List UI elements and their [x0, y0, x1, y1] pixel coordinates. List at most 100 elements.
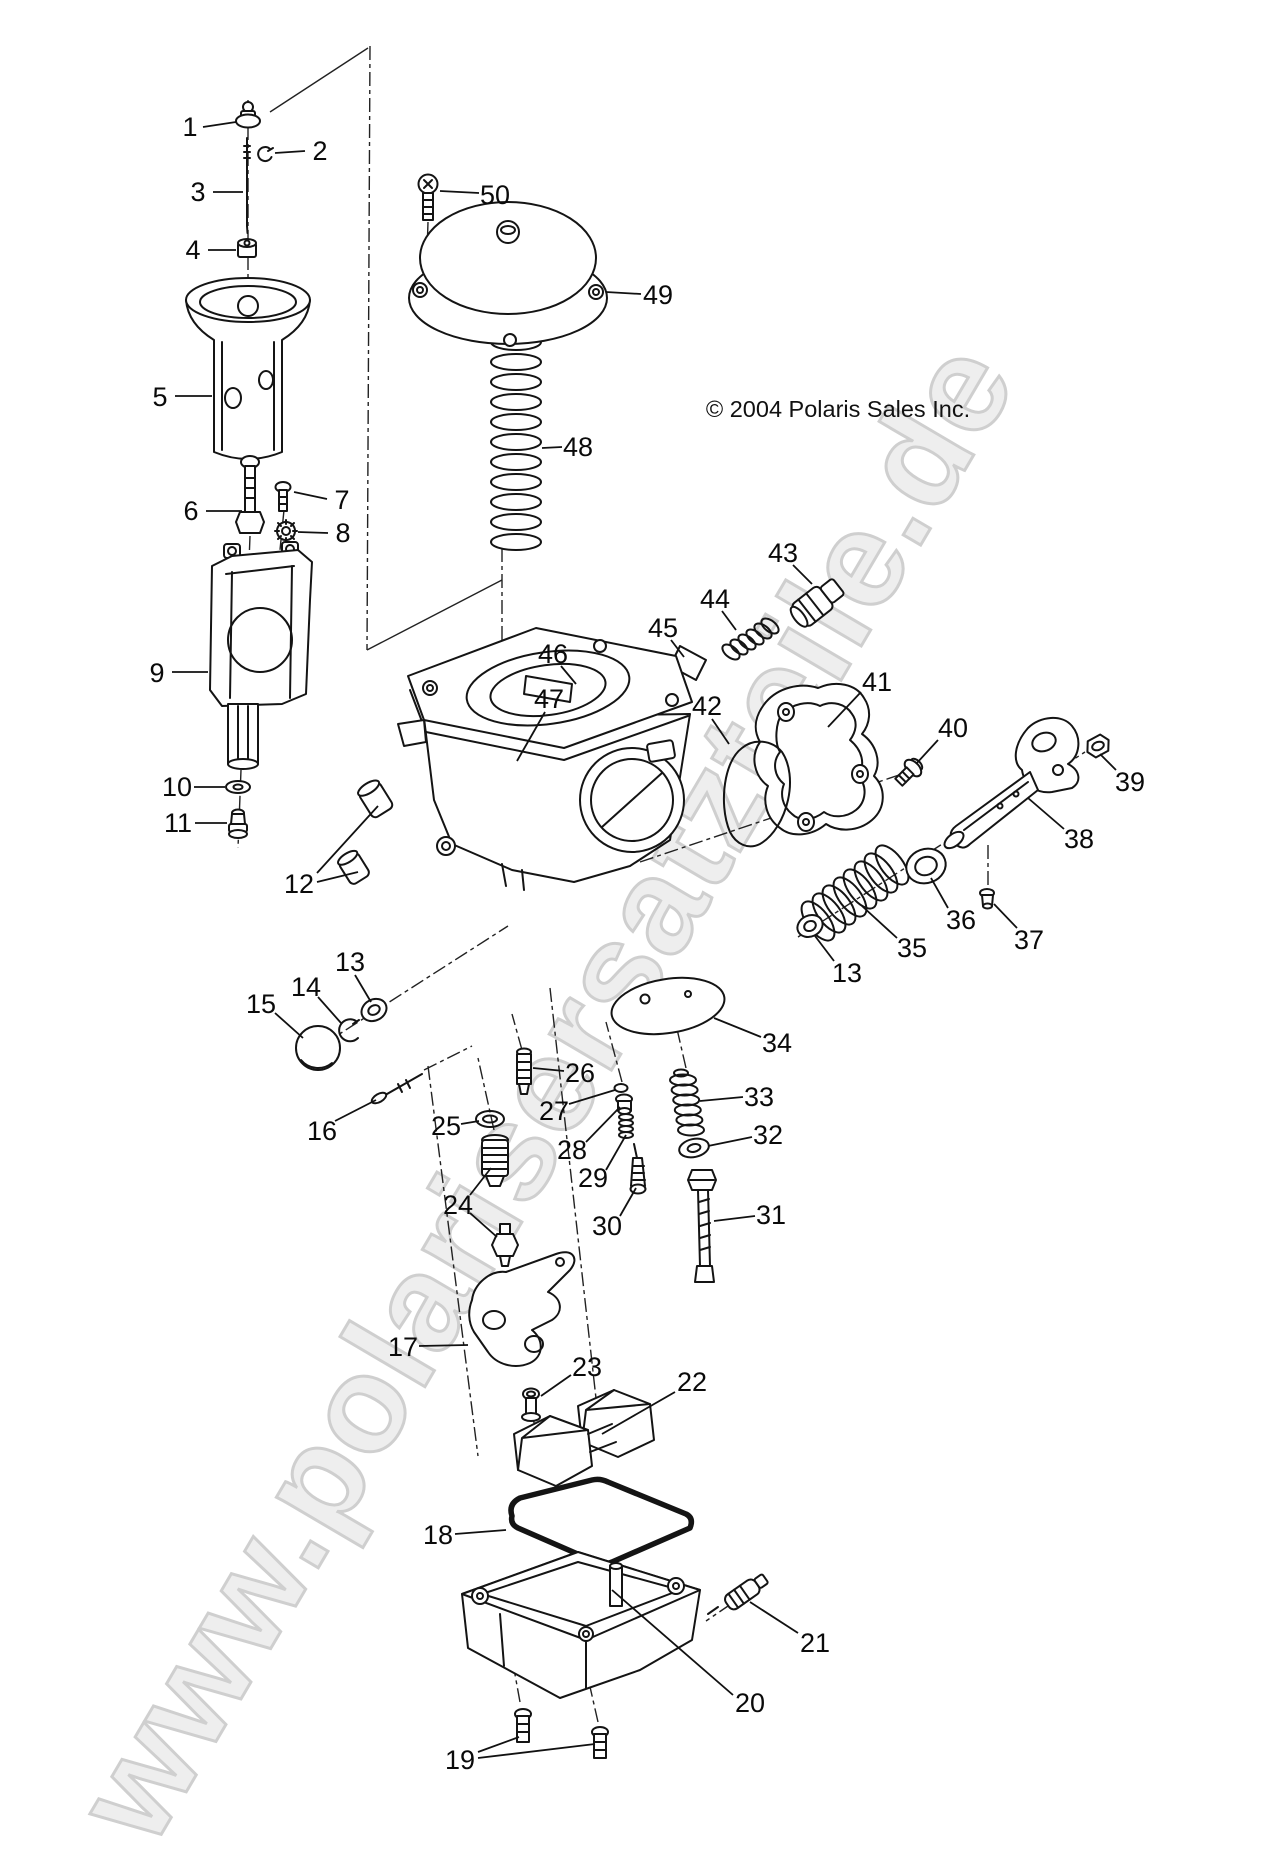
part-25-o-ring	[475, 1110, 505, 1128]
parts	[185, 101, 1110, 1759]
callout-25: 25	[431, 1111, 461, 1141]
part-29-spring-small	[618, 1113, 634, 1139]
callout-35-leader	[861, 905, 898, 939]
callout-7: 7	[334, 485, 349, 515]
callout-20: 20	[735, 1688, 765, 1718]
callout-28-leader	[585, 1106, 621, 1143]
part-33-spring	[669, 1068, 705, 1137]
callout-30: 30	[592, 1211, 622, 1241]
part-4-spacer	[237, 238, 257, 258]
part-20-float-bowl	[461, 1551, 701, 1699]
callout-13b: 13	[832, 958, 862, 988]
part-2-clip	[257, 146, 274, 163]
callout-34: 34	[762, 1028, 792, 1058]
callout-39-leader	[1099, 753, 1117, 771]
callout-19-leader	[477, 1743, 596, 1759]
callout-2: 2	[312, 136, 327, 166]
callout-45: 45	[648, 613, 678, 643]
part-26-pilot-jet	[516, 1047, 532, 1095]
callout-21-leader	[749, 1601, 799, 1634]
callout-36: 36	[946, 905, 976, 935]
part-31-throttle-stop-screw	[687, 1169, 717, 1283]
callout-45-leader	[670, 639, 685, 658]
callout-48: 48	[563, 432, 593, 462]
part-27-o-ring-small	[613, 1083, 629, 1093]
callout-36-leader	[930, 877, 949, 909]
part-47-carburetor-body	[397, 627, 693, 891]
part-30-pilot-screw	[629, 1143, 647, 1195]
part-19-bowl-screws	[514, 1708, 609, 1759]
callout-17: 17	[388, 1332, 418, 1362]
part-50-cover-screw	[417, 173, 439, 221]
callout-19: 19	[445, 1745, 475, 1775]
callout-18: 18	[423, 1520, 453, 1550]
callout-42: 42	[692, 691, 722, 721]
callout-14-leader	[317, 996, 342, 1024]
part-14-e-clip	[338, 1018, 360, 1043]
callout-32: 32	[753, 1120, 783, 1150]
callout-26-leader	[532, 1067, 565, 1072]
callout-25-leader	[460, 1120, 480, 1125]
part-21-drain-screw	[707, 1573, 769, 1615]
callout-46-leader	[560, 665, 577, 685]
callout-47: 47	[534, 684, 564, 714]
callout-22: 22	[677, 1367, 707, 1397]
callout-35: 35	[897, 933, 927, 963]
part-38-throttle-shaft	[943, 717, 1080, 850]
callout-50-leader	[439, 190, 480, 194]
callout-44: 44	[700, 584, 730, 614]
callout-24-leader	[469, 1167, 492, 1196]
part-24-main-jet	[481, 1134, 519, 1267]
callout-15-leader	[274, 1012, 304, 1039]
part-42-cover-gasket	[722, 740, 791, 848]
callout-28: 28	[557, 1135, 587, 1165]
callout-43-leader	[792, 564, 813, 585]
part-7-screw-small	[274, 481, 292, 512]
callout-9: 9	[149, 658, 164, 688]
callout-40: 40	[938, 713, 968, 743]
callout-37: 37	[1014, 925, 1044, 955]
callout-19-leader	[477, 1736, 520, 1753]
callout-44-leader	[721, 610, 737, 631]
part-11-needle-jet	[228, 808, 248, 839]
callout-31-leader	[713, 1215, 756, 1222]
part-23-screw	[521, 1387, 541, 1422]
callout-33-leader	[699, 1096, 744, 1102]
callout-33: 33	[744, 1082, 774, 1112]
callout-41-leader	[827, 691, 862, 728]
part-13-washer-right	[796, 914, 824, 938]
callout-18-leader	[454, 1529, 507, 1535]
part-1-needle-retainer	[235, 101, 261, 129]
callout-29: 29	[578, 1163, 608, 1193]
callout-30-leader	[619, 1187, 637, 1217]
callout-11: 11	[164, 808, 192, 838]
part-43-inlet-fitting	[789, 578, 845, 628]
part-39-nut	[1086, 733, 1110, 759]
callout-42-leader	[711, 718, 730, 745]
part-32-washer	[678, 1137, 710, 1159]
callout-2-leader	[274, 150, 306, 154]
callout-7-leader	[293, 491, 328, 500]
part-34-diaphragm-plate	[610, 976, 726, 1036]
callout-1: 1	[182, 112, 197, 142]
part-17-baffle-bracket	[468, 1251, 576, 1367]
part-49-diaphragm-cover	[408, 201, 608, 347]
callout-4: 4	[185, 235, 200, 265]
part-22-float-assembly	[513, 1389, 655, 1487]
callout-12-leader	[316, 871, 359, 883]
part-15-cap	[295, 1025, 341, 1071]
part-48-slide-spring	[490, 313, 542, 551]
callout-27-leader	[568, 1089, 616, 1105]
callout-16: 16	[307, 1116, 337, 1146]
callout-8: 8	[335, 518, 350, 548]
part-6-screw	[235, 455, 265, 534]
callout-23-leader	[540, 1374, 572, 1397]
part-41-cover-plate	[753, 682, 884, 836]
part-28-spring-seat	[615, 1093, 633, 1115]
callout-1-leader	[202, 121, 237, 128]
callout-46: 46	[538, 639, 568, 669]
callout-27: 27	[539, 1096, 569, 1126]
